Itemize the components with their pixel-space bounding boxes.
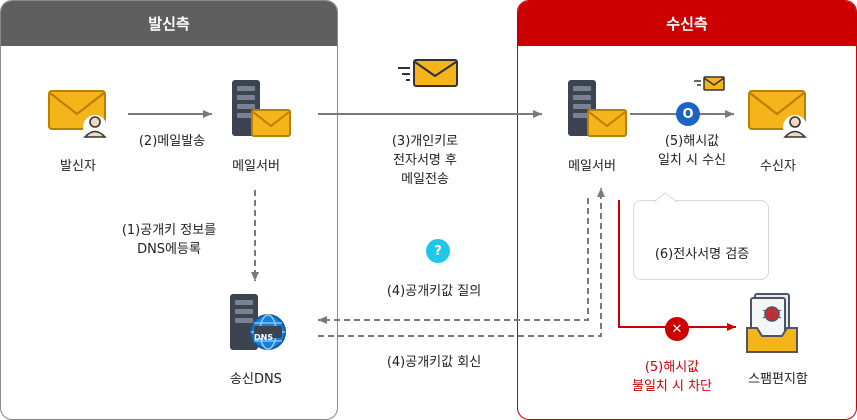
sender-panel: 발신측: [0, 0, 338, 420]
flying-mail-icon: [398, 59, 458, 87]
receiver-panel-title: 수신측: [518, 1, 856, 46]
sender-mail-server-label: 메일서버: [232, 159, 280, 174]
step3-line2: 전자서명 후: [393, 153, 457, 168]
step3-line1: (3)개인키로: [391, 134, 459, 149]
arrow-key-query: [318, 198, 589, 324]
small-flying-mail-icon: [694, 76, 725, 91]
sender-mail-user-icon: [48, 90, 107, 139]
step1-line2: DNS에등록: [137, 242, 201, 257]
spam-box-label: 스팸편지함: [748, 372, 808, 387]
step2-label: (2)메일발송: [138, 134, 206, 149]
spam-box-icon: [746, 293, 798, 353]
step4-query-label: (4)공개키값 질의: [386, 284, 482, 299]
sender-mail-server-icon: [232, 80, 291, 137]
arrow-key-reply: [318, 188, 605, 337]
verify-bubble: [633, 200, 769, 280]
match-badge: O: [676, 102, 700, 126]
mismatch-badge: ✕: [665, 317, 689, 341]
step1-line1: (1)공개키 정보를: [121, 223, 217, 238]
sender-panel-title: 발신측: [1, 1, 337, 46]
receiver-label: 수신자: [760, 159, 796, 174]
dns-server-icon: [230, 294, 286, 350]
sender-dns-label: 송신DNS: [230, 372, 282, 387]
step5-match-line2: 일치 시 수신: [657, 153, 727, 168]
step5-mismatch-label: (5)해시값 불일치 시 차단: [612, 358, 732, 396]
receiver-mail-server-icon: [568, 80, 627, 137]
receiver-mail-server-label: 메일서버: [568, 159, 616, 174]
step6-label: (6)전사서명 검증: [654, 247, 750, 262]
step5-match-line1: (5)해시값: [664, 134, 720, 149]
arrow-block-spam: [618, 200, 736, 331]
step3-label: (3)개인키로 전자서명 후 메일전송: [370, 132, 480, 189]
sender-label: 발신자: [60, 159, 96, 174]
step3-line3: 메일전송: [401, 172, 449, 187]
step5-match-label: (5)해시값 일치 시 수신: [642, 132, 742, 170]
receiver-panel: 수신측: [517, 0, 857, 420]
step1-label: (1)공개키 정보를 DNS에등록: [104, 221, 234, 259]
step4-reply-label: (4)공개키값 회신: [386, 355, 482, 370]
step5-mismatch-line2: 불일치 시 차단: [631, 379, 713, 394]
receiver-mail-user-icon: [748, 90, 807, 139]
dns-badge-text: DNS: [254, 333, 274, 342]
step5-mismatch-line1: (5)해시값: [644, 360, 700, 375]
bubble-tail: [653, 192, 678, 203]
question-badge: ?: [426, 239, 450, 263]
